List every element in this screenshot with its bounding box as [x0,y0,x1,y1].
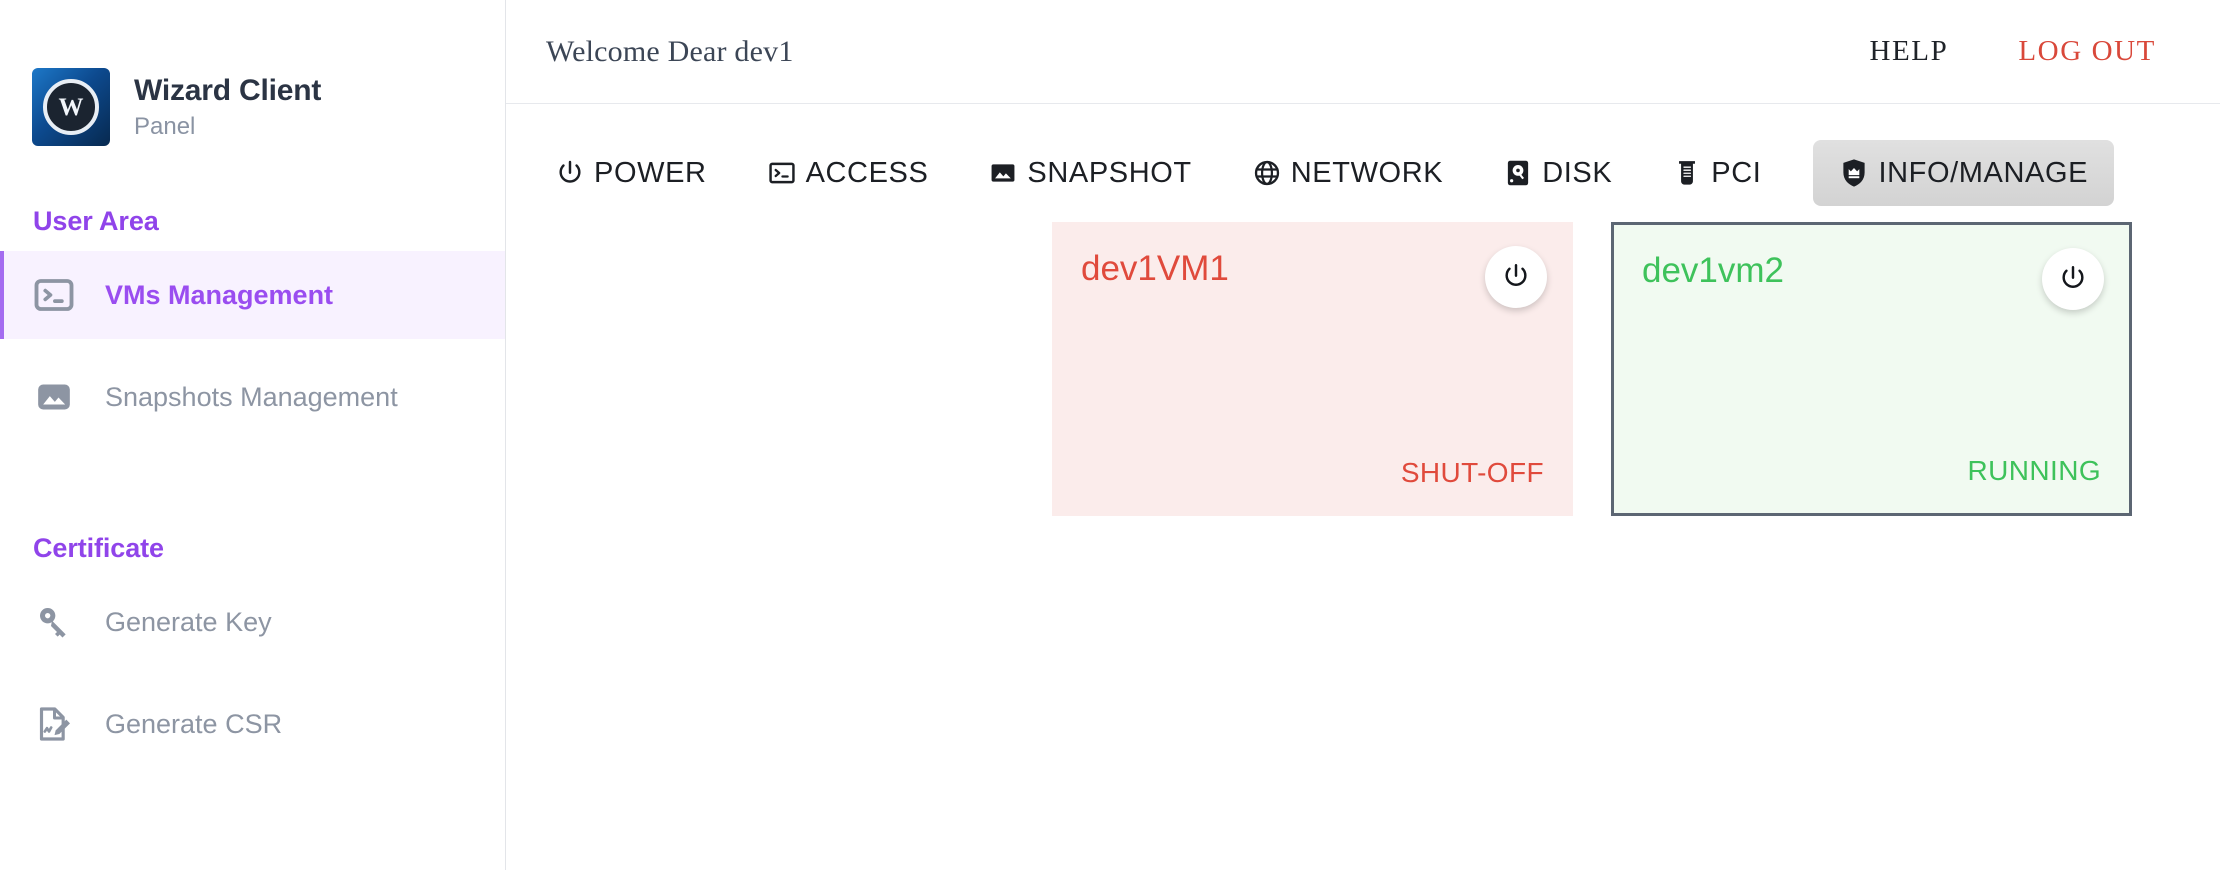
vm-name: dev1VM1 [1081,249,1229,288]
sidebar-item-label: Snapshots Management [105,381,398,412]
top-bar: Welcome Dear dev1 HELP LOG OUT [506,0,2220,104]
sidebar-item-label: VMs Management [105,279,334,310]
tab-power[interactable]: POWER [541,142,721,204]
terminal-icon [33,274,75,316]
sidebar-heading-certificate: Certificate [33,533,164,563]
power-toggle-button[interactable] [1485,246,1547,308]
terminal-icon [767,158,797,188]
sidebar-item-generate-key[interactable]: Generate Key [0,578,505,666]
power-icon [1502,262,1530,293]
sidebar-section-user-area: User Area VMs Management [0,206,505,441]
image-icon [33,376,75,418]
sidebar-heading-user-area: User Area [33,206,159,236]
logout-link[interactable]: LOG OUT [2018,35,2156,67]
tab-label: SNAPSHOT [1027,156,1192,189]
key-icon [33,601,75,643]
brand-title: Wizard Client [134,73,322,107]
tab-label: DISK [1542,156,1613,189]
vm-name: dev1vm2 [1642,251,1785,290]
vm-status-badge: SHUT-OFF [1400,457,1544,488]
sidebar-item-snapshots-management[interactable]: Snapshots Management [0,353,505,441]
sidebar-item-generate-csr[interactable]: Generate CSR [0,680,505,768]
brand-header: W Wizard Client Panel [0,0,505,146]
logo-letter: W [58,93,84,121]
tab-label: PCI [1711,156,1762,189]
vm-card-list: dev1VM1 SHUT-OFF dev1vm2 [1052,222,2220,516]
main-content: Welcome Dear dev1 HELP LOG OUT POWER [506,0,2220,870]
power-icon [2059,264,2087,295]
chip-beaker-icon [1672,158,1702,188]
hard-drive-icon [1503,158,1533,188]
tab-label: INFO/MANAGE [1878,156,2089,189]
vm-status-badge: RUNNING [1967,455,2101,486]
welcome-message: Welcome Dear dev1 [546,34,794,68]
globe-icon [1252,158,1282,188]
tab-info-manage[interactable]: INFO/MANAGE [1813,140,2115,206]
sidebar-item-vms-management[interactable]: VMs Management [0,251,505,339]
power-toggle-button[interactable] [2042,248,2104,310]
sidebar: W Wizard Client Panel User Area VMs Mana… [0,0,506,870]
sidebar-item-label: Generate Key [105,606,272,637]
help-link[interactable]: HELP [1869,35,1949,67]
tab-snapshot[interactable]: SNAPSHOT [974,142,1205,204]
vm-action-tabs: POWER ACCESS [506,140,2220,206]
wizard-w-logo-icon: W [32,68,110,146]
tab-label: ACCESS [805,156,929,189]
brand-subtitle: Panel [134,112,196,140]
document-pencil-icon [33,703,75,745]
sidebar-item-label: Generate CSR [105,708,283,739]
vm-card-dev1vm1[interactable]: dev1VM1 SHUT-OFF [1052,222,1573,516]
image-icon [988,158,1018,188]
tab-label: POWER [594,156,707,189]
tab-disk[interactable]: DISK [1489,142,1626,204]
sidebar-section-certificate: Certificate Generate Key [0,533,505,768]
power-icon [555,158,585,188]
tab-access[interactable]: ACCESS [753,142,943,204]
tab-pci[interactable]: PCI [1658,142,1775,204]
vm-card-dev1vm2[interactable]: dev1vm2 RUNNING [1611,222,2132,516]
tab-label: NETWORK [1290,156,1444,189]
tab-network[interactable]: NETWORK [1238,142,1457,204]
shield-crown-icon [1839,158,1869,188]
top-bar-actions: HELP LOG OUT [1869,35,2156,68]
